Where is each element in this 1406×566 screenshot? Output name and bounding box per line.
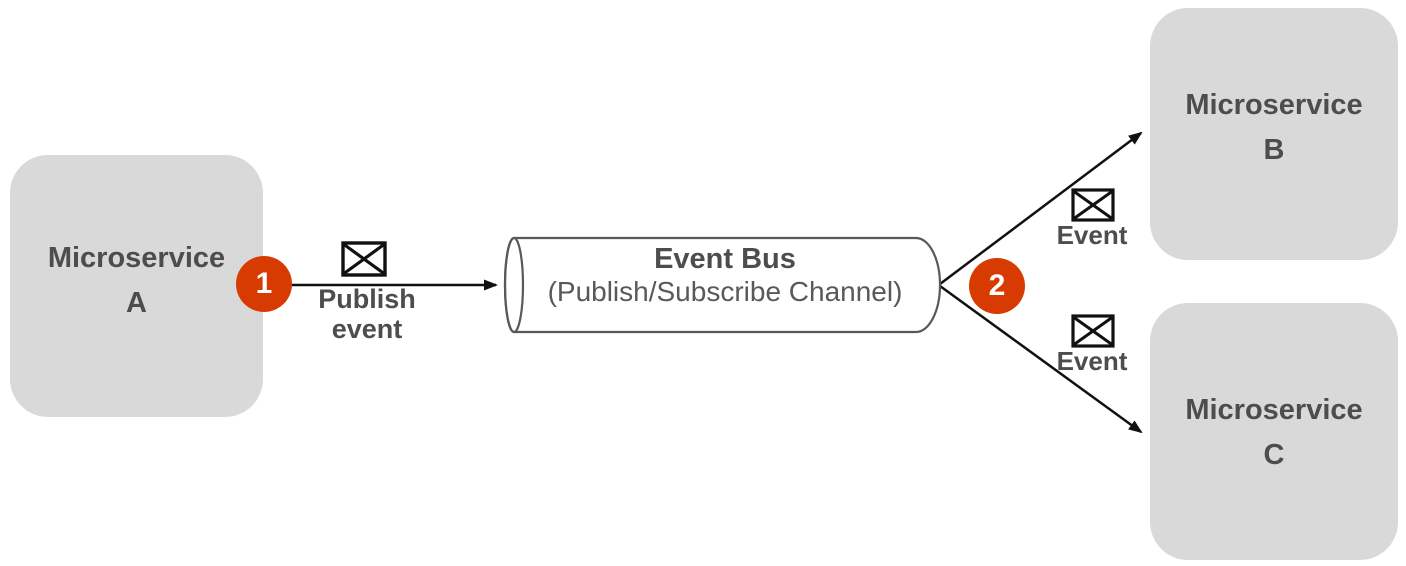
node-microservice-a-label: Microservice A [47, 242, 226, 319]
event-bus-cylinder [503, 236, 942, 334]
arrow-bus-to-microservice-c [939, 284, 1143, 434]
step-1-badge: 1 [236, 256, 292, 312]
event-to-c-label: Event [1056, 346, 1128, 376]
event-bus-subtitle: (Publish/Subscribe Channel) [547, 276, 903, 307]
node-microservice-c: Microservice C [1150, 303, 1398, 560]
node-microservice-b-label: Microservice B [1185, 89, 1363, 166]
node-microservice-a: Microservice A [10, 155, 263, 417]
event-to-b-label: Event [1056, 220, 1128, 250]
publish-event-label: Publish event [318, 284, 416, 344]
node-microservice-c-label: Microservice C [1185, 394, 1363, 471]
envelope-icon [1071, 188, 1115, 222]
envelope-icon [341, 241, 387, 277]
event-bus-title: Event Bus [654, 243, 796, 275]
arrow-bus-to-microservice-b [939, 131, 1143, 285]
node-microservice-b: Microservice B [1150, 8, 1398, 260]
step-2-badge: 2 [969, 258, 1025, 314]
event-bus-node: Event Bus (Publish/Subscribe Channel) [520, 243, 930, 308]
envelope-icon [1071, 314, 1115, 348]
